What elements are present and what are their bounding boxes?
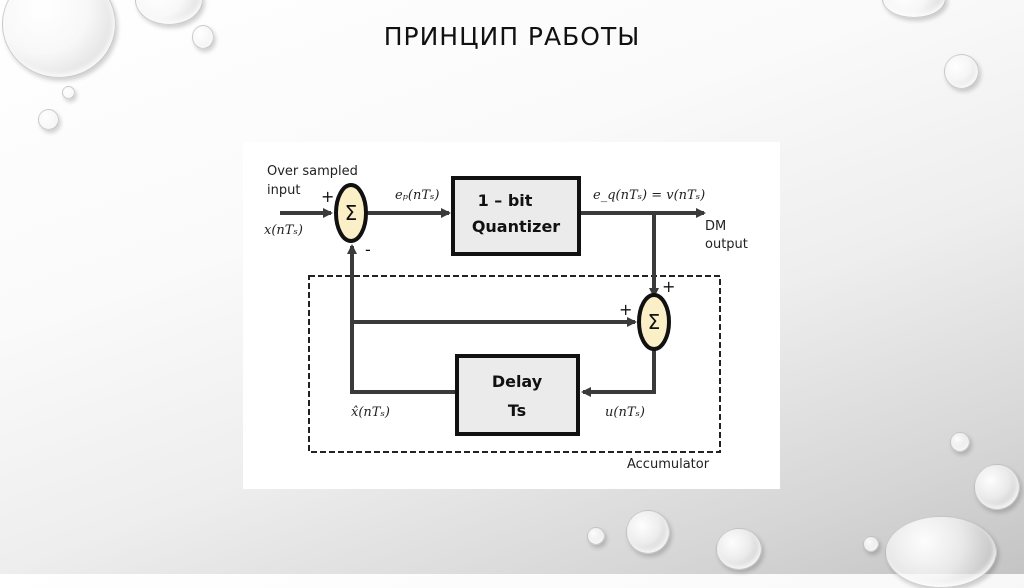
- water-drop-decoration: [944, 54, 979, 89]
- summing-junction-2: [637, 293, 671, 351]
- delta-modulator-block-diagram: Σ + - 1 – bit Quantizer Σ + + Delay Ts O…: [243, 142, 780, 489]
- output-signal-label: e_q(nTₛ) = v(nTₛ): [593, 188, 705, 203]
- water-drop-decoration: [950, 432, 970, 452]
- quantizer-label-line1: 1 – bit: [478, 191, 533, 210]
- water-drop-decoration: [192, 25, 214, 49]
- delay-output-signal-label: x̂(nTₛ): [351, 405, 390, 420]
- delay-input-signal-label: u(nTₛ): [605, 405, 645, 420]
- sigma-symbol: Σ: [345, 201, 358, 225]
- error-signal-label: eₚ(nTₛ): [395, 188, 439, 203]
- delay-label-line1: Delay: [492, 372, 543, 391]
- water-drop-decoration: [38, 109, 59, 130]
- water-drop-decoration: [882, 0, 946, 18]
- summer2-plus-left: +: [619, 300, 632, 319]
- summer1-minus-sign: -: [365, 240, 371, 259]
- water-drop-decoration: [716, 528, 762, 570]
- output-label-line2: output: [705, 237, 748, 252]
- slide-title: ПРИНЦИП РАБОТЫ: [383, 22, 641, 51]
- water-drop-decoration: [863, 536, 879, 552]
- input-label-line2: input: [267, 183, 300, 198]
- input-signal-label: x(nTₛ): [264, 223, 303, 238]
- water-drop-decoration: [885, 516, 997, 588]
- summing-junction-1: [334, 183, 368, 243]
- accumulator-boundary: [308, 275, 721, 453]
- sigma-symbol: Σ: [648, 310, 661, 334]
- input-label-line1: Over sampled: [267, 164, 358, 179]
- accumulator-out-line: [581, 347, 656, 397]
- water-drop-decoration: [974, 464, 1020, 510]
- summer1-plus-sign: +: [321, 187, 334, 206]
- summer2-plus-top: +: [662, 277, 675, 296]
- water-drop-decoration: [626, 510, 670, 554]
- water-drop-decoration: [587, 527, 605, 545]
- delay-label-line2: Ts: [508, 401, 526, 420]
- quantizer-label-line2: Quantizer: [472, 217, 560, 236]
- quantizer-block: [451, 176, 581, 256]
- output-label-line1: DM: [705, 219, 726, 234]
- water-drop-decoration: [62, 86, 75, 99]
- feedback-line: [347, 244, 455, 394]
- accumulator-label: Accumulator: [627, 457, 710, 472]
- delay-block: [455, 354, 580, 436]
